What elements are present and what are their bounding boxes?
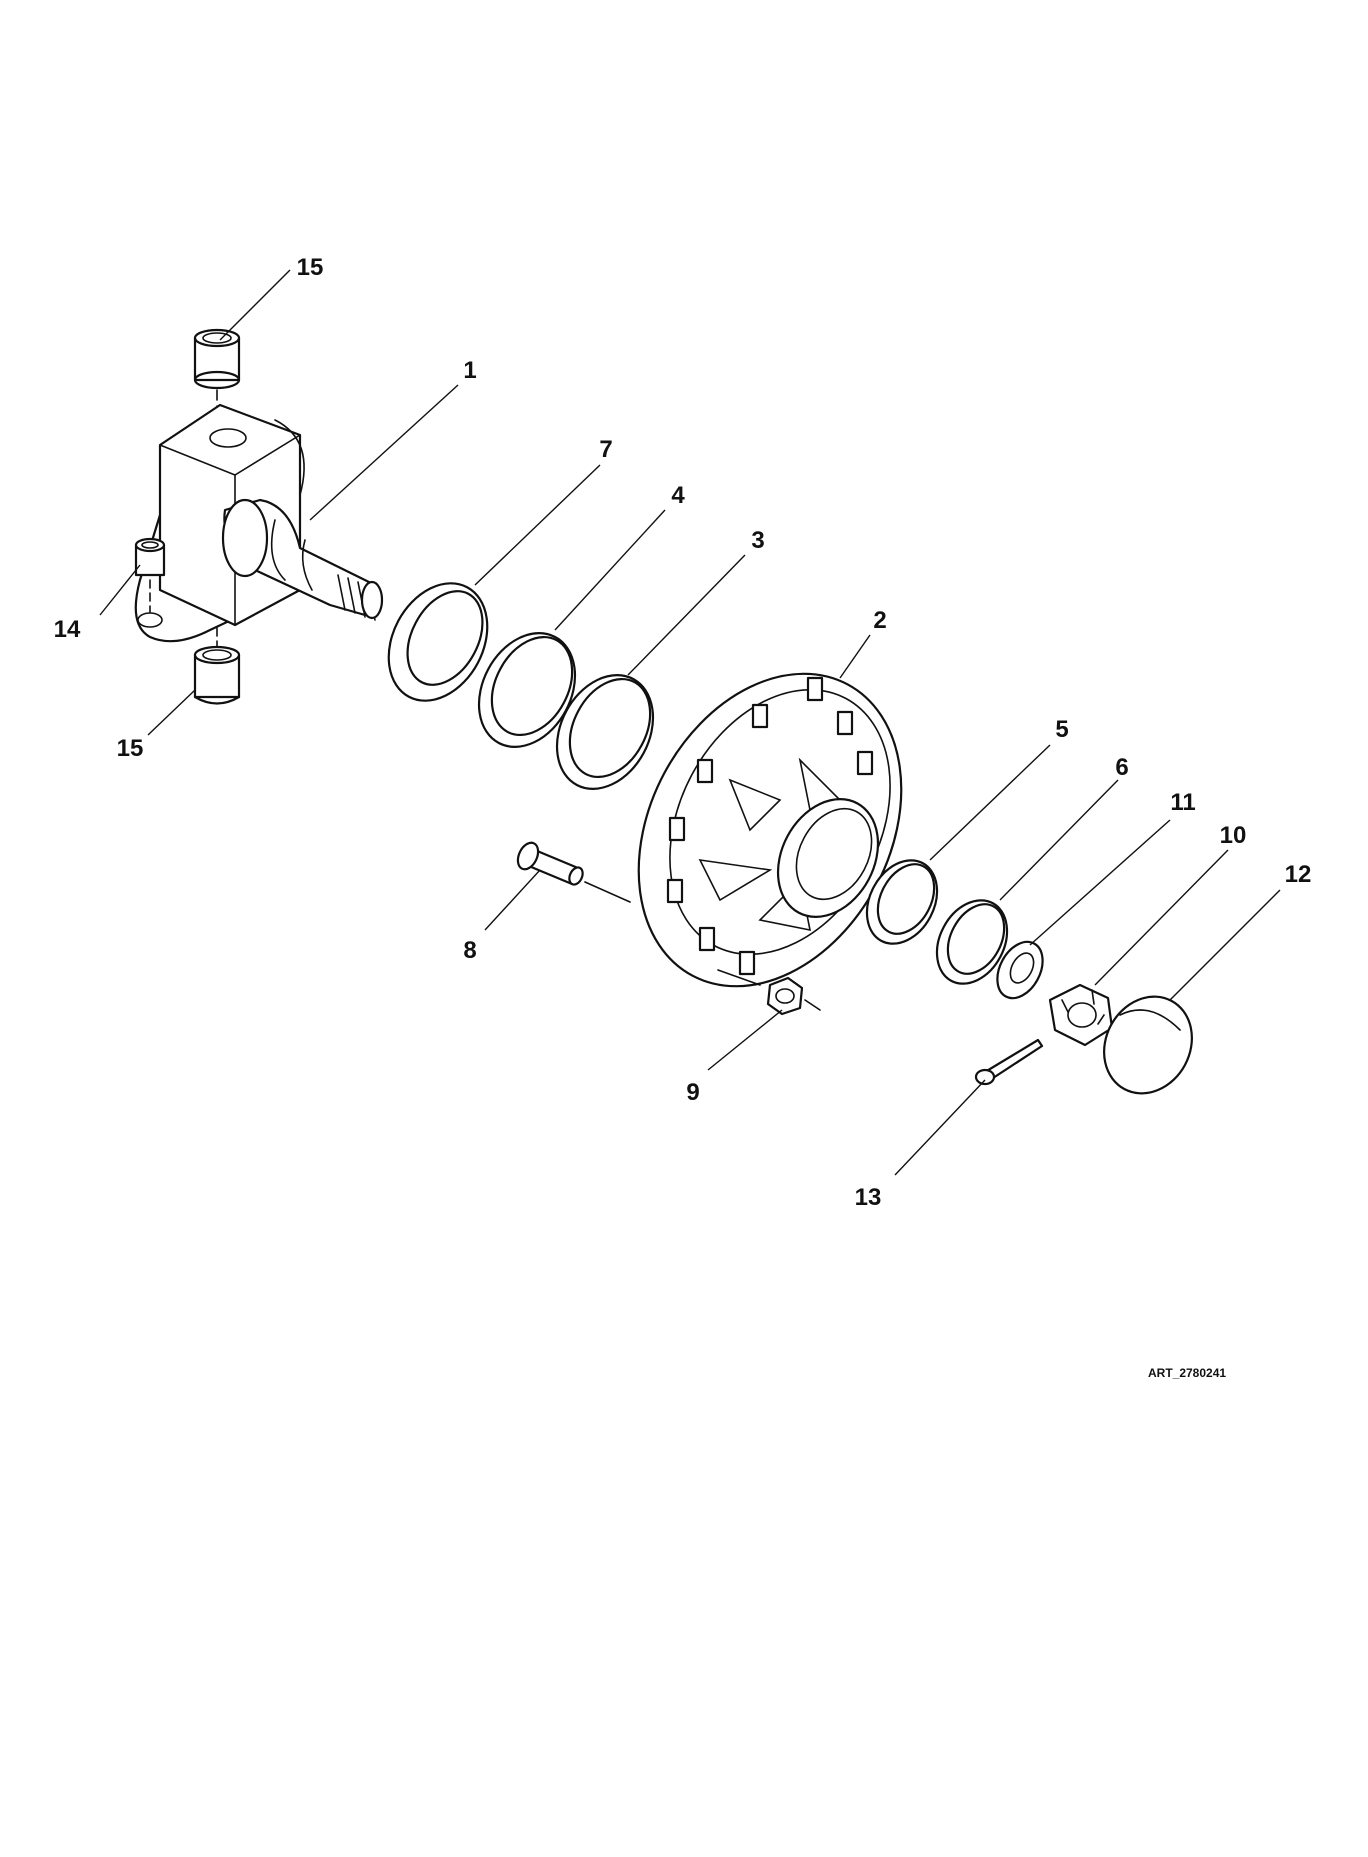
callout-part-6: 6 xyxy=(1115,754,1128,781)
callout-part-12: 12 xyxy=(1285,861,1312,888)
callout-part-7: 7 xyxy=(599,436,612,463)
callout-part-11: 11 xyxy=(1170,789,1195,816)
art-reference-number: ART_2780241 xyxy=(1148,1366,1226,1380)
callout-part-13: 13 xyxy=(855,1184,882,1211)
leader-lines xyxy=(99,269,1281,1176)
part-13-cotter-pin xyxy=(974,1038,1044,1086)
callout-part-14: 14 xyxy=(54,616,81,643)
callout-part-3: 3 xyxy=(751,527,764,554)
part-10-castle-nut xyxy=(1048,983,1114,1047)
callout-part-4: 4 xyxy=(671,482,685,509)
callout-part-2: 2 xyxy=(873,607,886,634)
part-15-lower-bushing xyxy=(193,645,241,705)
part-12-dust-cap xyxy=(1103,995,1193,1095)
part-4-bearing-cup xyxy=(477,632,577,748)
part-14-small-bushing xyxy=(134,537,166,577)
part-15-upper-bushing xyxy=(193,328,241,390)
part-11-washer xyxy=(996,940,1044,1000)
callout-part-10: 10 xyxy=(1220,822,1247,849)
callout-labels: 1 2 3 4 5 6 7 8 9 10 11 12 13 14 15 15 xyxy=(54,254,1312,1211)
part-5-outer-bearing-cup xyxy=(865,859,939,945)
part-7-seal xyxy=(387,582,489,702)
part-6-outer-bearing-cone xyxy=(935,899,1009,985)
callout-part-15-upper: 15 xyxy=(297,254,324,281)
callout-part-8: 8 xyxy=(463,937,476,964)
callout-part-15-lower: 15 xyxy=(117,735,144,762)
callout-part-9: 9 xyxy=(686,1079,699,1106)
part-3-bearing-cone xyxy=(555,674,655,790)
callout-part-5: 5 xyxy=(1055,716,1068,743)
callout-part-1: 1 xyxy=(463,357,476,384)
part-9-lug-nut xyxy=(766,976,804,1016)
part-8-wheel-stud xyxy=(516,841,584,886)
part-1-spindle-knuckle xyxy=(134,403,384,643)
